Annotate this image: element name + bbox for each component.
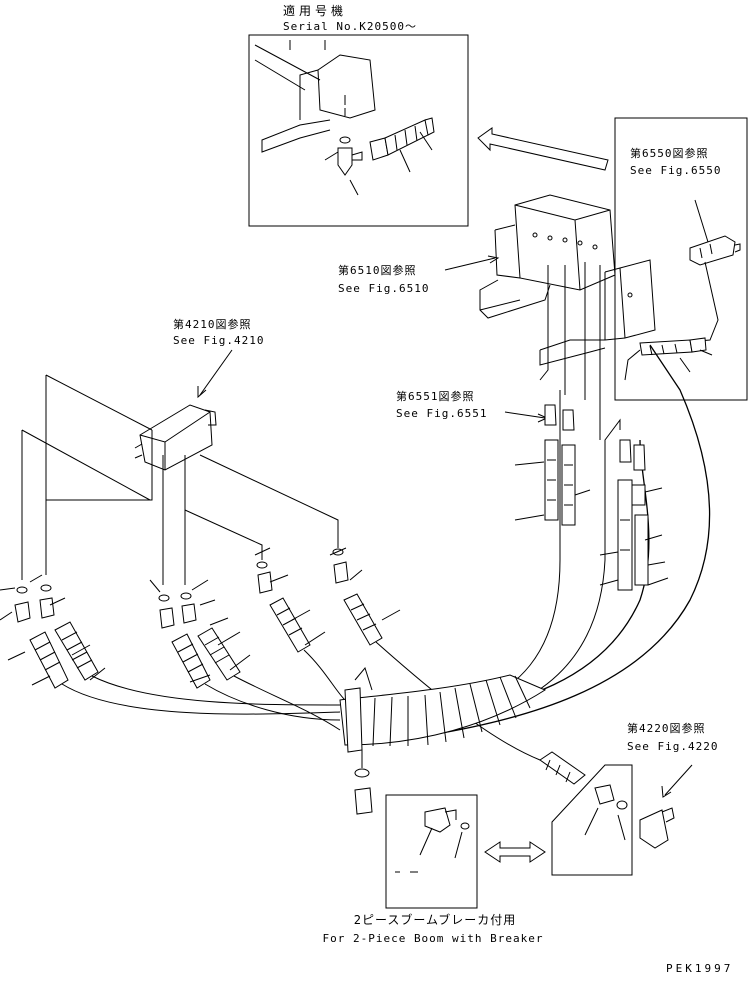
fig4210-ref-jp: 第4210図参照 <box>173 318 252 331</box>
hose-bundle <box>61 262 711 761</box>
hoses-left <box>29 593 383 689</box>
callout-leaders <box>0 461 669 686</box>
bolt-to-4220 <box>539 751 586 785</box>
arrow-to-inset <box>477 127 609 171</box>
caption-en: For 2-Piece Boom with Breaker <box>322 932 544 945</box>
fig6550-box <box>614 117 748 401</box>
fig6551-ref-jp: 第6551図参照 <box>396 390 475 403</box>
fig6550-ref-jp: 第6550図参照 <box>630 147 709 160</box>
fig4220-ref-jp: 第4220図参照 <box>627 722 706 735</box>
fitting-row <box>14 548 349 629</box>
inset-serial-number: Serial No.K20500～ <box>283 20 417 33</box>
fig6550-ref-en: See Fig.6550 <box>630 164 722 177</box>
fig6510-ref-jp: 第6510図参照 <box>338 264 417 277</box>
fig6551-ref-en: See Fig.6551 <box>396 407 488 420</box>
breaker-inset-box <box>385 794 478 909</box>
spiral-guard <box>339 666 547 753</box>
inset-title-jp: 適用号機 <box>283 4 348 18</box>
bolt-washer <box>354 750 373 815</box>
drawing-code: PEK1997 <box>666 962 734 975</box>
control-valve-6510 <box>479 194 656 366</box>
fig6510-ref-en: See Fig.6510 <box>338 282 430 295</box>
serial-inset-box <box>248 34 469 227</box>
double-arrow <box>484 841 546 863</box>
supply-lines-left <box>21 374 339 585</box>
fig4210-ref-en: See Fig.4210 <box>173 334 265 347</box>
hoses-right <box>544 404 649 591</box>
fig4220-ref-en: See Fig.4220 <box>627 740 719 753</box>
caption-jp: 2ピースブームブレーカ付用 <box>353 913 517 927</box>
fig4220-box <box>551 764 675 876</box>
valve-4210 <box>134 404 217 471</box>
